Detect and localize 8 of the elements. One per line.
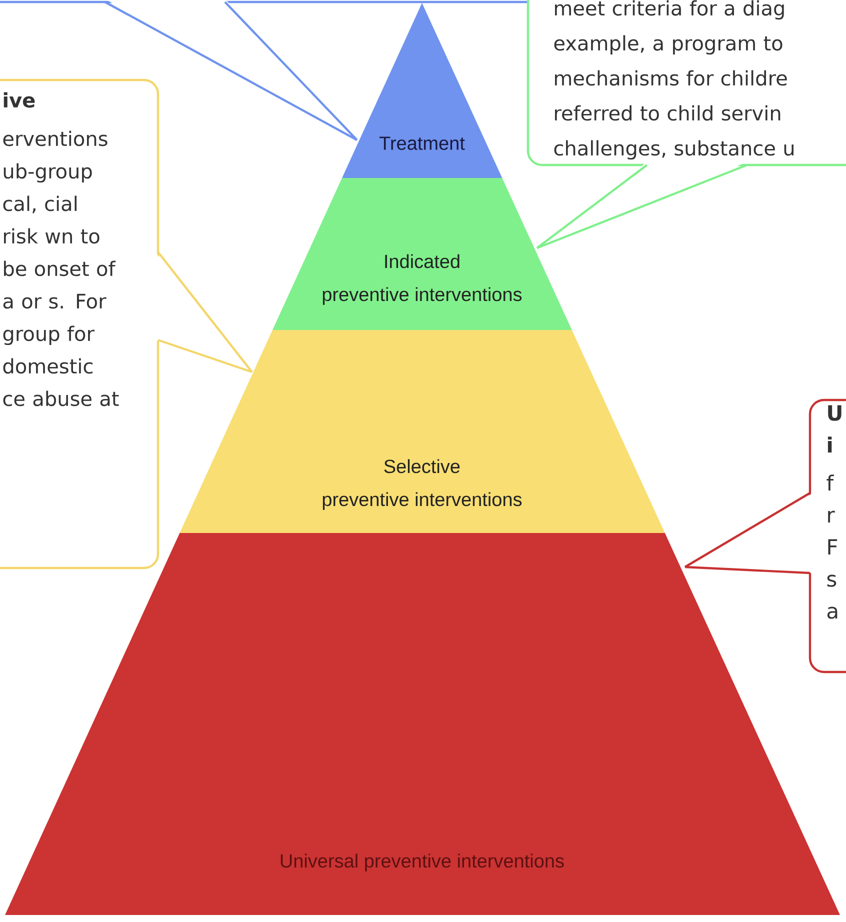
callout-pointer [536, 162, 748, 250]
pyramid-band: Selective preventive interventions [180, 330, 665, 533]
pyramid-band: Indicated preventive interventions [272, 178, 572, 330]
callout-pointer [104, 0, 358, 142]
callout-pointer [155, 250, 254, 374]
callout-pointer [684, 492, 813, 574]
pyramid-band: Treatment [342, 3, 502, 178]
callout-box: U i f r F s a [808, 398, 846, 674]
